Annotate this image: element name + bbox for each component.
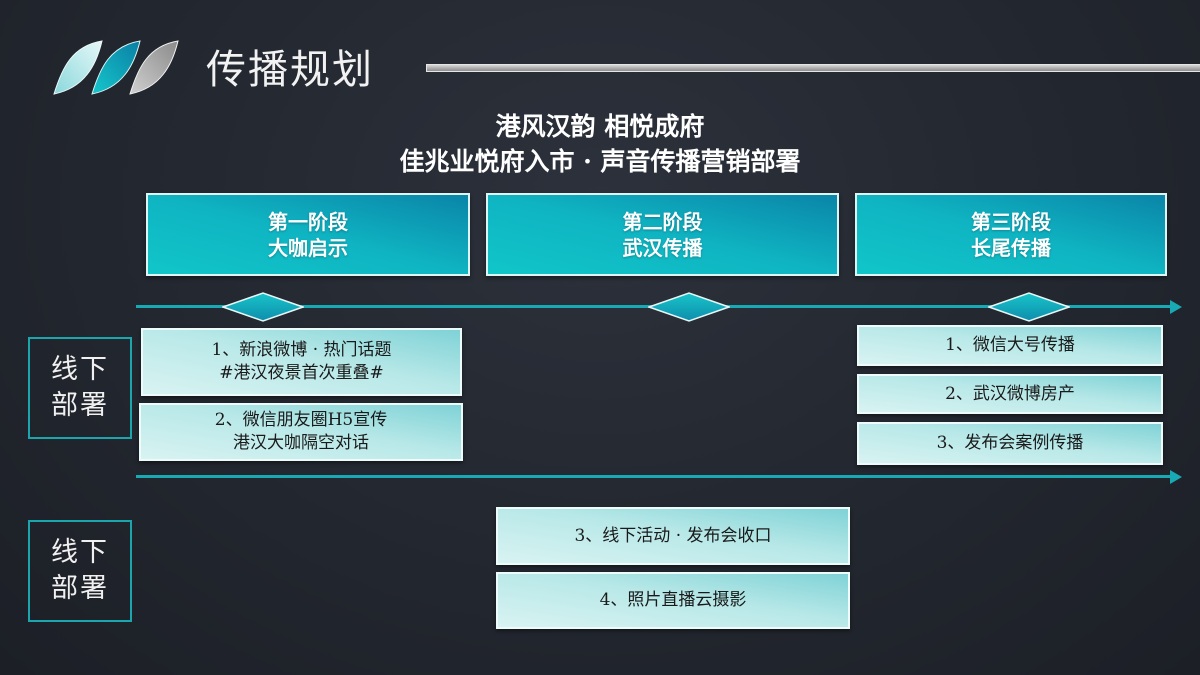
diamond-marker-icon	[988, 292, 1070, 322]
phase-3-theme: 长尾传播	[971, 235, 1051, 260]
subtitle-line-2: 佳兆业悦府入市 · 声音传播营销部署	[399, 147, 801, 176]
brand-logo	[52, 38, 182, 98]
task-line-1: 4、照片直播云摄影	[599, 590, 747, 610]
task-photo-live-cloud: 4、照片直播云摄影	[496, 572, 850, 629]
phase-1-theme: 大咖启示	[268, 235, 348, 260]
task-wuhan-weibo-realestate: 2、武汉微博房产	[857, 374, 1163, 414]
task-wechat-h5: 2、微信朋友圈H5宣传 港汉大咖隔空对话	[139, 403, 463, 461]
timeline-bottom	[136, 475, 1174, 478]
task-line-1: 3、线下活动 · 发布会收口	[574, 525, 772, 546]
phase-2-name: 第二阶段	[622, 209, 703, 234]
arrow-right-icon	[1170, 470, 1182, 484]
side-label-line-2: 部署	[51, 573, 109, 604]
phase-2-header: 第二阶段 武汉传播	[486, 193, 839, 276]
task-line-1: 1、微信大号传播	[945, 335, 1075, 355]
subtitle-line-1: 港风汉韵 相悦成府	[495, 112, 705, 141]
phase-3-header: 第三阶段 长尾传播	[855, 193, 1167, 276]
task-launch-case-spread: 3、发布会案例传播	[857, 422, 1163, 465]
side-label-line-1: 线下	[51, 537, 109, 568]
phase-1-header: 第一阶段 大咖启示	[146, 193, 470, 276]
task-weibo-hot-topic: 1、新浪微博 · 热门话题 #港汉夜景首次重叠#	[141, 328, 462, 396]
task-line-1: 2、武汉微博房产	[945, 383, 1075, 404]
task-offline-event-launch: 3、线下活动 · 发布会收口	[496, 507, 850, 565]
side-label-offline-deployment-1: 线下 部署	[28, 337, 132, 439]
task-line-2: #港汉夜景首次重叠#	[219, 363, 384, 383]
side-label-line-2: 部署	[51, 390, 109, 421]
leaf-logo-icon	[53, 40, 179, 95]
phase-3-name: 第三阶段	[971, 209, 1051, 234]
side-label-line-1: 线下	[51, 354, 109, 385]
page-title: 传播规划	[206, 47, 374, 93]
diamond-marker-icon	[222, 292, 304, 322]
task-wechat-big-accounts: 1、微信大号传播	[857, 325, 1163, 366]
phase-2-theme: 武汉传播	[622, 235, 703, 260]
phase-1-name: 第一阶段	[268, 209, 348, 234]
task-line-1: 1、新浪微博 · 热门话题	[211, 340, 392, 360]
task-line-1: 3、发布会案例传播	[936, 433, 1084, 453]
side-label-offline-deployment-2: 线下 部署	[28, 520, 132, 622]
task-line-1: 2、微信朋友圈H5宣传	[214, 410, 388, 430]
arrow-right-icon	[1170, 300, 1182, 314]
title-divider	[426, 64, 1200, 72]
diamond-marker-icon	[648, 292, 730, 322]
task-line-2: 港汉大咖隔空对话	[233, 433, 369, 453]
